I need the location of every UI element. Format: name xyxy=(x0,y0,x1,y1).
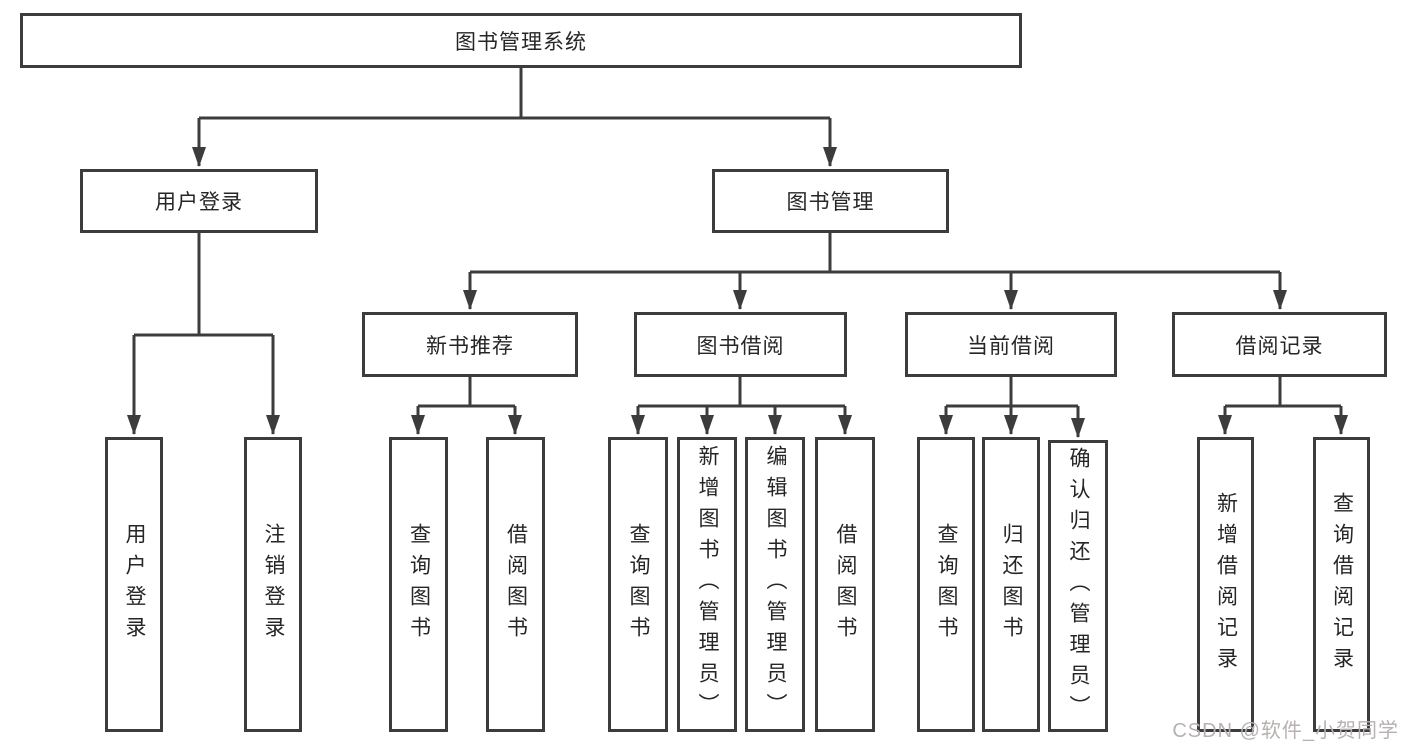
node-book-borrow: 图书借阅 xyxy=(634,312,847,377)
leaf-user-login: 用户登录 xyxy=(105,437,163,732)
node-root-system: 图书管理系统 xyxy=(20,13,1022,68)
leaf-label: 查询图书 xyxy=(935,522,958,647)
leaf-current-query-books: 查询图书 xyxy=(917,437,975,732)
leaf-label: 用户登录 xyxy=(123,522,146,647)
node-label: 当前借阅 xyxy=(967,334,1055,358)
leaf-label: 查询图书 xyxy=(627,522,650,647)
node-label: 图书借阅 xyxy=(696,334,785,358)
leaf-borrow-add-books-admin: 新增图书（管理员） xyxy=(677,437,737,732)
node-root-label: 图书管理系统 xyxy=(455,30,587,54)
connector-current-stem xyxy=(946,377,1078,408)
leaf-current-return-books: 归还图书 xyxy=(982,437,1040,732)
leaf-recommend-borrow-books: 借阅图书 xyxy=(486,437,545,732)
leaf-label: 借阅图书 xyxy=(834,522,857,647)
leaf-label: 借阅图书 xyxy=(504,522,528,647)
node-label: 借阅记录 xyxy=(1235,334,1324,358)
leaf-logout: 注销登录 xyxy=(244,437,302,732)
connector-bookmgmt-stem xyxy=(470,233,1280,274)
connector-newrec-stem xyxy=(418,377,515,408)
node-user-login: 用户登录 xyxy=(80,169,318,233)
node-book-management: 图书管理 xyxy=(712,169,949,233)
leaf-label: 新增图书（管理员） xyxy=(696,445,719,724)
node-label: 新书推荐 xyxy=(426,334,514,358)
leaf-label: 查询图书 xyxy=(407,522,431,647)
node-new-book-recommend: 新书推荐 xyxy=(362,312,578,377)
connector-borrow-stem xyxy=(638,377,845,408)
node-label: 用户登录 xyxy=(155,191,243,214)
leaf-record-query-borrow-record: 查询借阅记录 xyxy=(1313,437,1370,732)
leaf-label: 新增借阅记录 xyxy=(1214,491,1238,678)
leaf-label: 编辑图书（管理员） xyxy=(764,445,787,724)
leaf-label: 归还图书 xyxy=(1000,522,1023,647)
connector-root-stem xyxy=(199,68,830,120)
leaf-label: 确认归还（管理员） xyxy=(1067,446,1090,726)
leaf-record-add-borrow-record: 新增借阅记录 xyxy=(1197,437,1254,732)
leaf-recommend-query-books: 查询图书 xyxy=(389,437,448,732)
leaf-borrow-query-books: 查询图书 xyxy=(608,437,668,732)
leaf-current-confirm-return-admin: 确认归还（管理员） xyxy=(1048,440,1108,732)
node-label: 图书管理 xyxy=(786,191,875,214)
node-borrow-record: 借阅记录 xyxy=(1172,312,1387,377)
leaf-borrow-edit-books-admin: 编辑图书（管理员） xyxy=(745,437,805,732)
connector-record-stem xyxy=(1225,377,1341,408)
leaf-label: 注销登录 xyxy=(262,522,285,647)
leaf-borrow-borrow-books: 借阅图书 xyxy=(815,437,875,732)
leaf-label: 查询借阅记录 xyxy=(1330,491,1354,678)
connector-userlogin-stem xyxy=(134,233,273,337)
csdn-watermark: CSDN @软件_小贺同学 xyxy=(1172,720,1399,742)
node-current-borrow: 当前借阅 xyxy=(905,312,1117,377)
